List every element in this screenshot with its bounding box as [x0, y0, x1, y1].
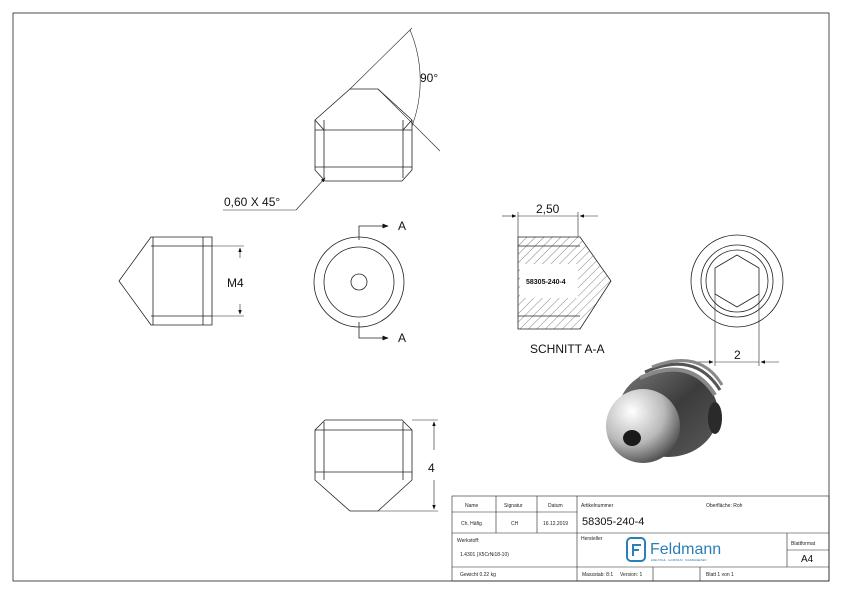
tb-format: A4: [801, 554, 814, 565]
tb-drawn-by: Ch. Häfig: [461, 521, 482, 527]
tb-sheet: Blatt 1 von 1: [706, 572, 734, 578]
company-name: Feldmann: [650, 541, 721, 558]
section-marker-bottom: A: [398, 331, 406, 345]
company-tagline: EDELSTAHL · ALUMINIUM · SCHMIEDEEISEN: [651, 558, 706, 562]
tb-signature: CH: [511, 521, 519, 527]
feldmann-logo: Feldmann EDELSTAHL · ALUMINIUM · SCHMIED…: [626, 537, 721, 562]
drawing-frame: [12, 12, 830, 582]
tb-manufacturer-label: Hersteller: [581, 536, 603, 542]
chamfer-dimension: 0,60 X 45°: [224, 195, 280, 209]
tb-date: 16.12.2019: [543, 521, 568, 527]
left-side-view: [118, 236, 244, 326]
front-view: [313, 223, 405, 341]
iso-render: [606, 359, 724, 463]
section-width-dimension: 2,50: [536, 202, 560, 216]
tb-weight: Gewicht 0.22 kg: [460, 572, 496, 578]
title-block: [451, 495, 830, 582]
height-dimension: 4: [428, 461, 435, 475]
section-title: SCHNITT A-A: [530, 342, 604, 356]
tb-material: 1.4301 (X5CrNi18-10): [460, 552, 509, 558]
tb-date-header: Datum: [548, 503, 563, 509]
tb-article-number: 58305-240-4: [582, 516, 644, 528]
section-part-label: 58305-240-4: [526, 279, 566, 286]
bottom-view: [314, 419, 438, 512]
top-view: [223, 27, 441, 211]
section-view: [502, 212, 612, 330]
tb-surface: Oberfläche: Roh: [706, 503, 743, 509]
tb-version: Version: 1: [620, 572, 642, 578]
tb-signature-header: Signatur: [504, 503, 523, 509]
hex-size-dimension: 2: [734, 348, 741, 362]
tb-scale: Massstab: 8:1: [582, 572, 613, 578]
tb-article-label: Artikelnummer: [581, 503, 614, 509]
hex-socket-view: [690, 234, 784, 366]
angle-dimension: 90°: [420, 71, 438, 85]
section-marker-top: A: [398, 219, 406, 233]
tb-format-label: Blattformat: [791, 541, 816, 547]
thread-dimension: M4: [227, 276, 244, 290]
tb-name-header: Name: [465, 503, 479, 509]
tb-material-label: Werkstoff:: [457, 538, 479, 544]
